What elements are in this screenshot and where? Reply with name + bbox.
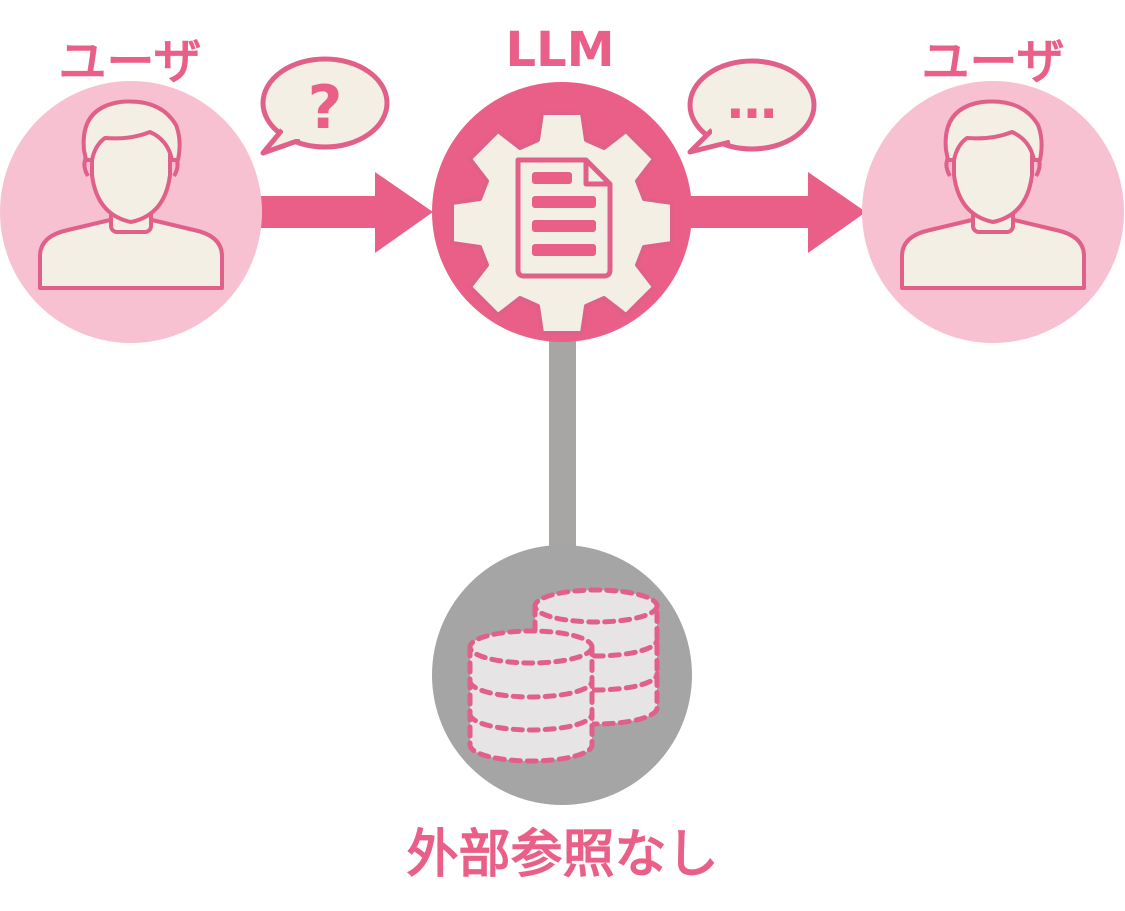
user-icon <box>900 99 1086 290</box>
database-icon <box>467 587 660 764</box>
question-speech-bubble: ? <box>260 56 390 156</box>
question-mark: ? <box>308 73 343 143</box>
user-icon <box>38 99 224 290</box>
llm-label: LLM <box>505 22 615 78</box>
gear-document-icon <box>450 111 674 335</box>
no-external-reference-label: 外部参照なし <box>406 825 719 885</box>
database-connector-line <box>549 320 576 570</box>
llm-node <box>432 82 692 342</box>
database-node <box>432 545 692 805</box>
arrow-user-to-llm <box>258 172 433 253</box>
answer-speech-bubble: … <box>687 58 817 155</box>
user-right-node <box>862 81 1124 343</box>
user-right-label: ユーザ <box>921 34 1065 90</box>
user-left-node <box>0 81 262 343</box>
user-left-label: ユーザ <box>58 34 202 90</box>
ellipsis: … <box>727 72 777 130</box>
arrow-llm-to-user <box>680 172 866 253</box>
